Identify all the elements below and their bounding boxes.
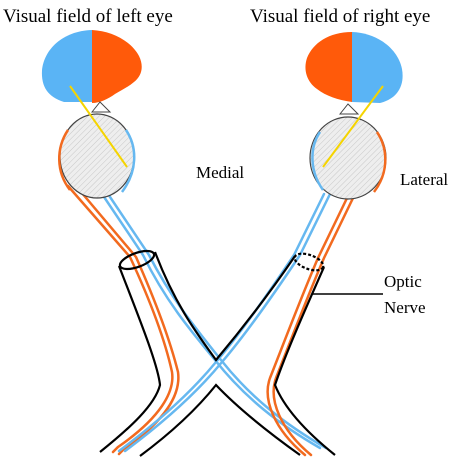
left-field-nasal-half [92, 30, 142, 103]
optic-label-line2: Nerve [384, 298, 426, 317]
outline-left-outer [99, 265, 162, 453]
lateral-label: Lateral [400, 170, 448, 189]
left-eye-field-title: Visual field of left eye [3, 6, 173, 27]
right-field-temporal-half [352, 32, 403, 103]
outline-right-outer [273, 266, 336, 456]
right-sightline [322, 85, 384, 168]
right-eye-field-title: Visual field of right eye [250, 6, 430, 27]
left-visual-field [41, 30, 142, 103]
right-eyeball [309, 85, 387, 200]
nerve-fibers [66, 184, 356, 457]
left-eyeball [58, 85, 136, 199]
optic-nerve-outline [99, 249, 336, 457]
optic-label-line1: Optic [384, 272, 422, 291]
right-field-nasal-half [305, 32, 352, 102]
left-field-temporal-half [41, 30, 92, 102]
outline-bottom-crotch [139, 383, 301, 457]
left-sightline [69, 85, 128, 168]
right-visual-field [305, 32, 403, 103]
medial-label: Medial [196, 163, 244, 182]
outline-top-crotch [153, 251, 296, 362]
